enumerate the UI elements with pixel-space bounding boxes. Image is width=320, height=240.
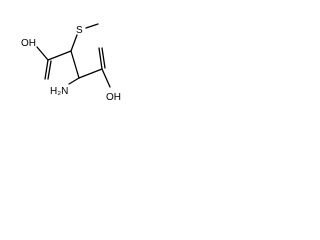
amine-group-label: H₂N xyxy=(50,86,68,97)
bond-carboxyl-bottom-double-o-1 xyxy=(98,47,103,70)
bond-methyl-sulfur xyxy=(85,23,99,29)
chemical-structure-diagram: S OH OH H₂N xyxy=(21,23,121,103)
sulfur-atom-label: S xyxy=(76,25,83,36)
bond-carboxyl-top-double-o-2 xyxy=(47,60,52,80)
bond-carboxyl-top-oh xyxy=(36,46,49,61)
bond-c2-c3 xyxy=(70,50,80,79)
bond-carboxyl-top-double-o-1 xyxy=(44,59,49,80)
bond-sulfur-c2 xyxy=(70,34,78,52)
bond-carboxyl-bottom-double-o-2 xyxy=(101,47,106,69)
bond-c2-carboxyl-carbon-top xyxy=(47,50,72,61)
hydroxyl-bottom-label: OH xyxy=(106,92,121,103)
bond-carboxyl-bottom-oh xyxy=(101,68,111,88)
hydroxyl-top-label: OH xyxy=(21,38,36,49)
bond-c3-carboxyl-carbon-bottom xyxy=(78,68,103,79)
bond-c3-amine xyxy=(68,77,80,85)
